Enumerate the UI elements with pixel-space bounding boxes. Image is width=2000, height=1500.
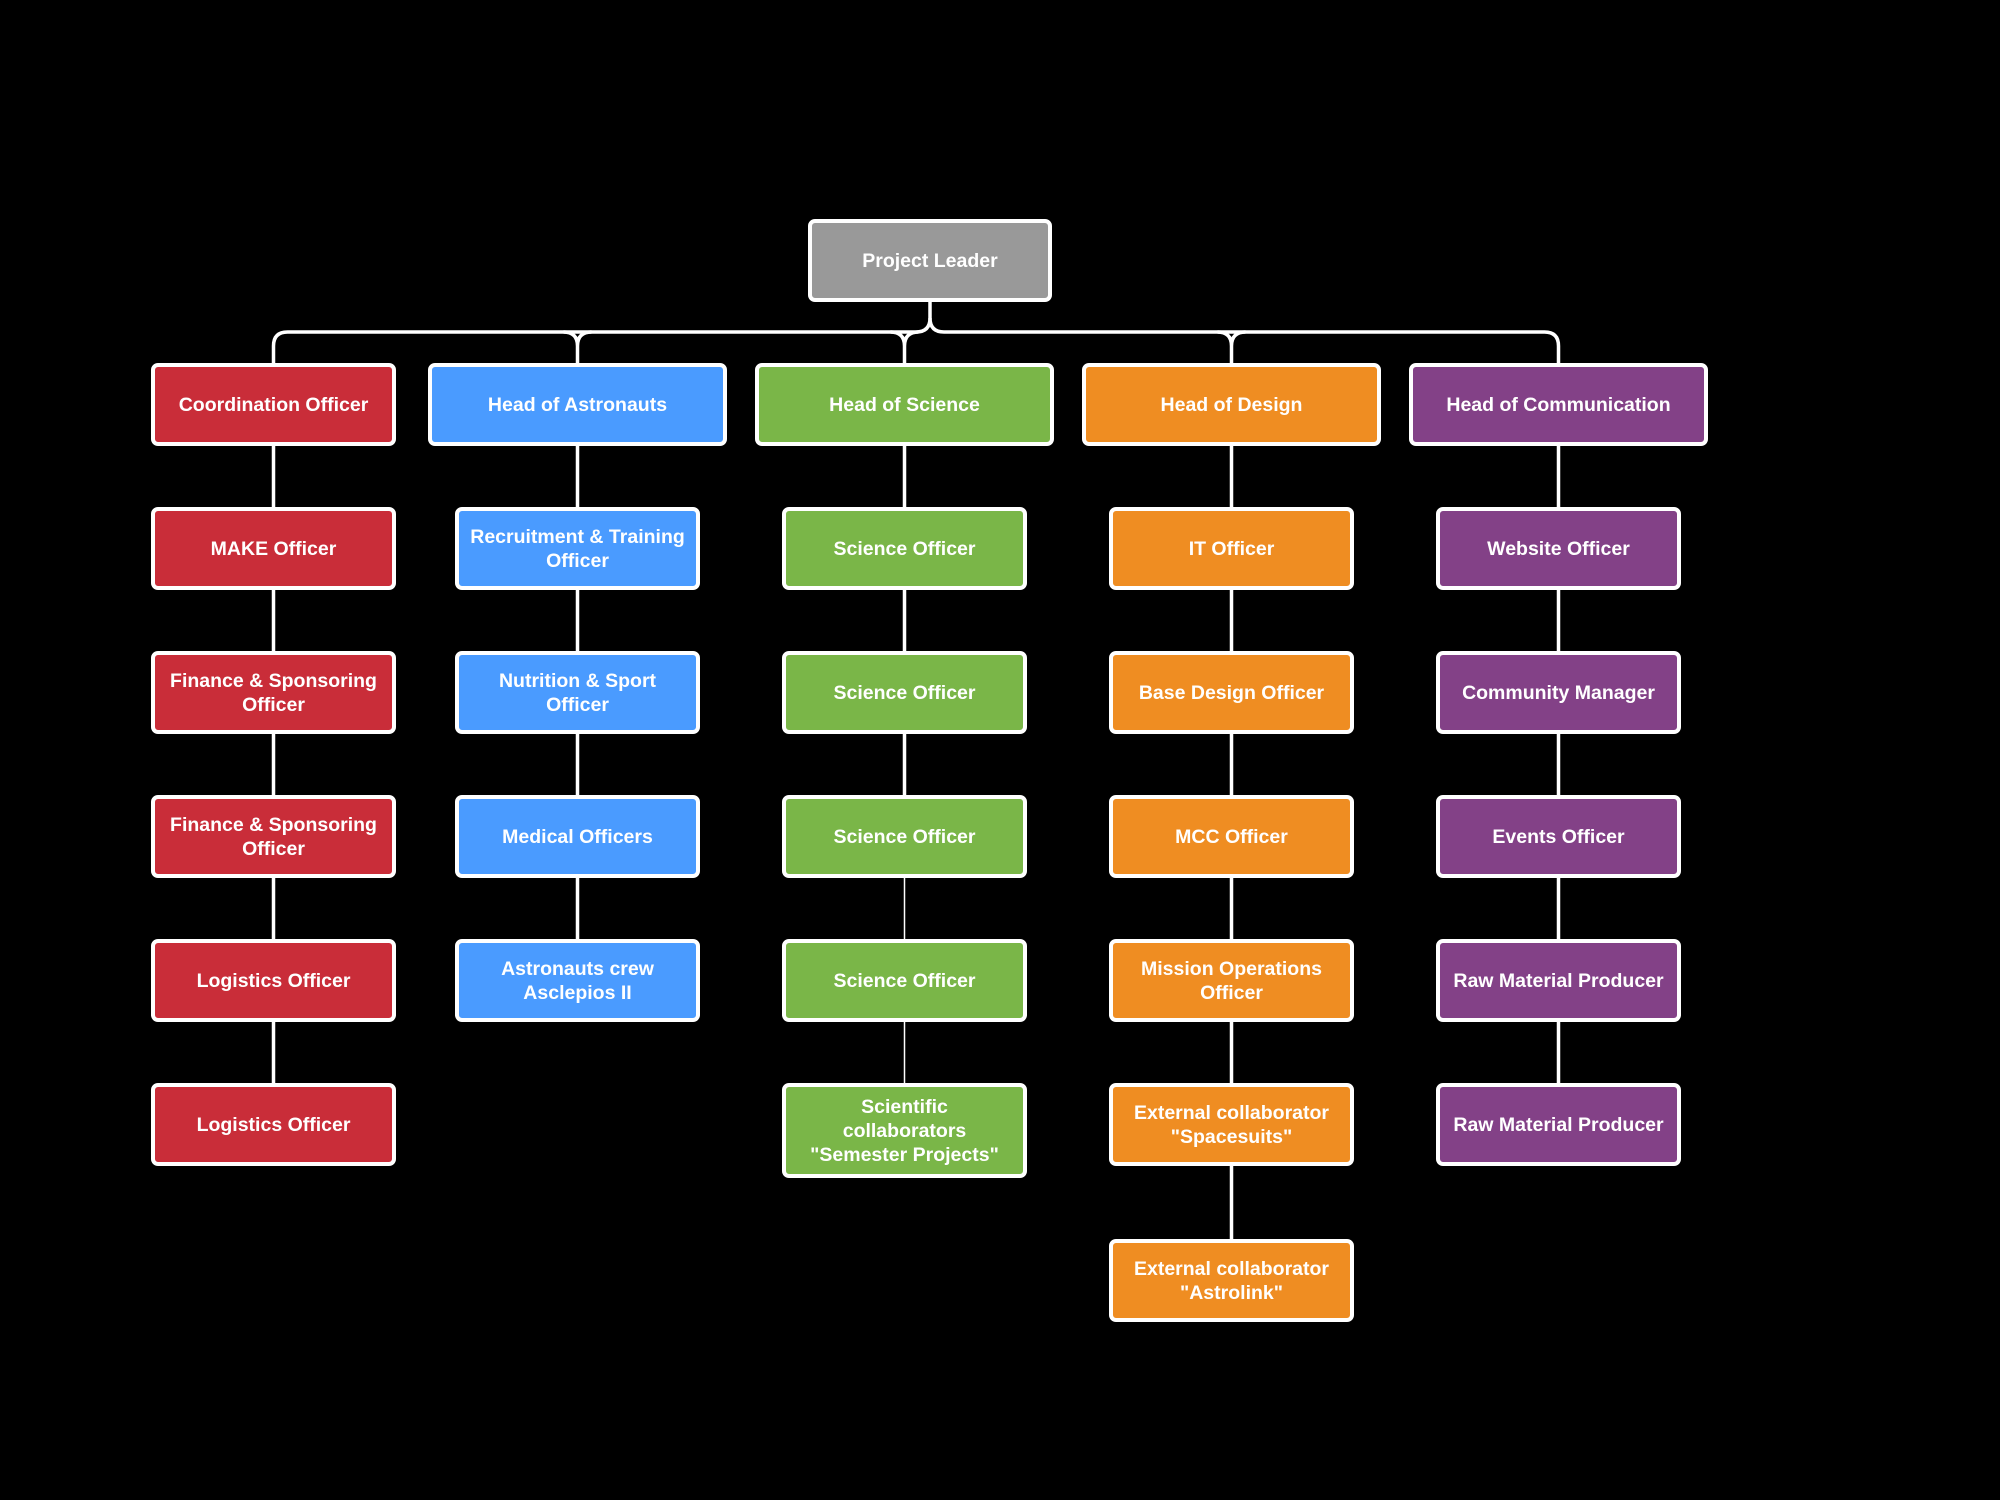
node-label: Recruitment & Training Officer	[470, 525, 685, 572]
node-project-leader: Project Leader	[808, 219, 1052, 302]
node-external-collaborator-astrolink: External collaborator "Astrolink"	[1109, 1239, 1354, 1322]
node-label: Raw Material Producer	[1453, 1113, 1664, 1136]
node-label: IT Officer	[1188, 537, 1275, 560]
node-head-design: Head of Design	[1082, 363, 1381, 446]
connector-line	[287, 302, 932, 334]
node-logistics-officer: Logistics Officer	[151, 939, 396, 1022]
node-logistics-officer: Logistics Officer	[151, 1083, 396, 1166]
node-it-officer: IT Officer	[1109, 507, 1354, 590]
node-events-officer: Events Officer	[1436, 795, 1681, 878]
node-scientific-collaborators: Scientific collaborators "Semester Proje…	[782, 1083, 1027, 1178]
node-external-collaborator-spacesuits: External collaborator "Spacesuits"	[1109, 1083, 1354, 1166]
node-raw-material-producer: Raw Material Producer	[1436, 939, 1681, 1022]
node-finance-sponsoring-officer: Finance & Sponsoring Officer	[151, 795, 396, 878]
node-label: External collaborator "Astrolink"	[1133, 1257, 1330, 1304]
node-label: Raw Material Producer	[1453, 969, 1664, 992]
connector-line	[928, 317, 1545, 334]
node-label: Website Officer	[1487, 537, 1630, 560]
node-label: MCC Officer	[1175, 825, 1288, 848]
node-label: Scientific collaborators "Semester Proje…	[810, 1095, 999, 1166]
node-label: Mission Operations Officer	[1141, 957, 1322, 1004]
node-label: Community Manager	[1462, 681, 1655, 704]
node-science-officer: Science Officer	[782, 795, 1027, 878]
node-website-officer: Website Officer	[1436, 507, 1681, 590]
node-label: Science Officer	[833, 969, 976, 992]
node-astronauts-crew: Astronauts crew Asclepios II	[455, 939, 700, 1022]
node-label: Head of Astronauts	[487, 393, 668, 416]
node-label: MAKE Officer	[210, 537, 337, 560]
node-science-officer: Science Officer	[782, 651, 1027, 734]
node-mission-operations-officer: Mission Operations Officer	[1109, 939, 1354, 1022]
node-label: Base Design Officer	[1138, 681, 1325, 704]
node-label: Science Officer	[833, 537, 976, 560]
node-science-officer: Science Officer	[782, 939, 1027, 1022]
node-label: Project Leader	[862, 249, 998, 272]
node-label: Logistics Officer	[196, 969, 351, 992]
connector-line	[1544, 330, 1561, 363]
node-head-astronauts: Head of Astronauts	[428, 363, 727, 446]
node-recruitment-training-officer: Recruitment & Training Officer	[455, 507, 700, 590]
node-label: Science Officer	[833, 681, 976, 704]
connector-line	[271, 330, 288, 363]
node-head-science: Head of Science	[755, 363, 1054, 446]
node-label: Finance & Sponsoring Officer	[170, 669, 377, 716]
node-label: Science Officer	[833, 825, 976, 848]
node-science-officer: Science Officer	[782, 507, 1027, 590]
node-mcc-officer: MCC Officer	[1109, 795, 1354, 878]
node-label: Medical Officers	[502, 825, 653, 848]
node-label: Coordination Officer	[178, 393, 369, 416]
node-head-communication: Head of Communication	[1409, 363, 1708, 446]
connector-line	[890, 330, 919, 363]
node-label: Head of Communication	[1446, 393, 1671, 416]
node-head-coordination: Coordination Officer	[151, 363, 396, 446]
node-label: Finance & Sponsoring Officer	[170, 813, 377, 860]
node-label: Logistics Officer	[196, 1113, 351, 1136]
node-community-manager: Community Manager	[1436, 651, 1681, 734]
node-label: Nutrition & Sport Officer	[498, 669, 657, 716]
node-finance-sponsoring-officer: Finance & Sponsoring Officer	[151, 651, 396, 734]
connector-line	[1217, 330, 1246, 363]
node-label: Head of Science	[829, 393, 980, 416]
node-label: Events Officer	[1492, 825, 1625, 848]
node-label: External collaborator "Spacesuits"	[1133, 1101, 1330, 1148]
node-nutrition-sport-officer: Nutrition & Sport Officer	[455, 651, 700, 734]
node-medical-officers: Medical Officers	[455, 795, 700, 878]
node-make-officer: MAKE Officer	[151, 507, 396, 590]
node-label: Astronauts crew Asclepios II	[501, 957, 654, 1004]
connector-line	[563, 330, 592, 363]
node-raw-material-producer: Raw Material Producer	[1436, 1083, 1681, 1166]
node-label: Head of Design	[1160, 393, 1303, 416]
node-base-design-officer: Base Design Officer	[1109, 651, 1354, 734]
